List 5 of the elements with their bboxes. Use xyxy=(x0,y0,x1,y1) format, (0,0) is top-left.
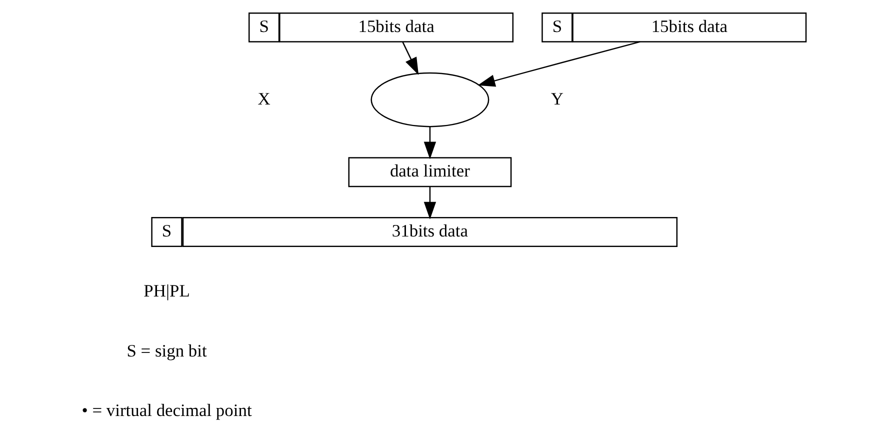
label: • = virtual decimal point xyxy=(81,400,252,420)
label: Y xyxy=(550,88,563,108)
label: S = sign bit xyxy=(126,340,206,360)
label: PH|PL xyxy=(143,280,190,300)
label: X xyxy=(257,88,270,108)
